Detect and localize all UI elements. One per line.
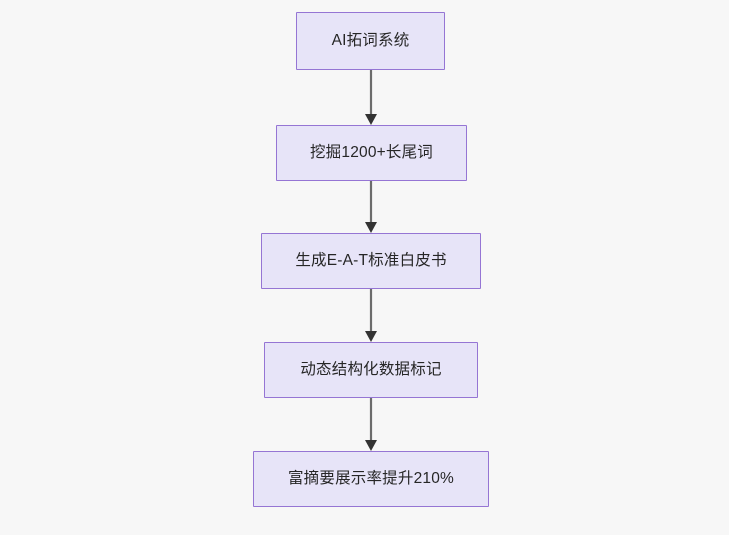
flow-node-label: 富摘要展示率提升210%	[287, 469, 455, 487]
arrowhead-icon	[365, 440, 377, 451]
flow-node-label: 动态结构化数据标记	[300, 360, 442, 378]
flow-node-label: 生成E-A-T标准白皮书	[295, 251, 447, 269]
arrowhead-icon	[365, 222, 377, 233]
flow-edge-2	[363, 289, 379, 342]
flow-node-label: 挖掘1200+长尾词	[309, 143, 434, 161]
flow-node-rich-snippet-impression-uplift[interactable]: 富摘要展示率提升210%	[253, 451, 489, 507]
flow-edge-1	[363, 181, 379, 233]
flow-node-ai-keyword-system[interactable]: AI拓词系统	[296, 12, 445, 70]
flow-node-mine-longtail-keywords[interactable]: 挖掘1200+长尾词	[276, 125, 467, 181]
arrowhead-icon	[365, 114, 377, 125]
flow-edge-0	[363, 70, 379, 125]
flow-node-label: AI拓词系统	[331, 31, 410, 49]
flow-node-dynamic-structured-data-markup[interactable]: 动态结构化数据标记	[264, 342, 478, 398]
arrowhead-icon	[365, 331, 377, 342]
flow-edge-3	[363, 398, 379, 451]
flow-node-generate-eat-whitepaper[interactable]: 生成E-A-T标准白皮书	[261, 233, 481, 289]
